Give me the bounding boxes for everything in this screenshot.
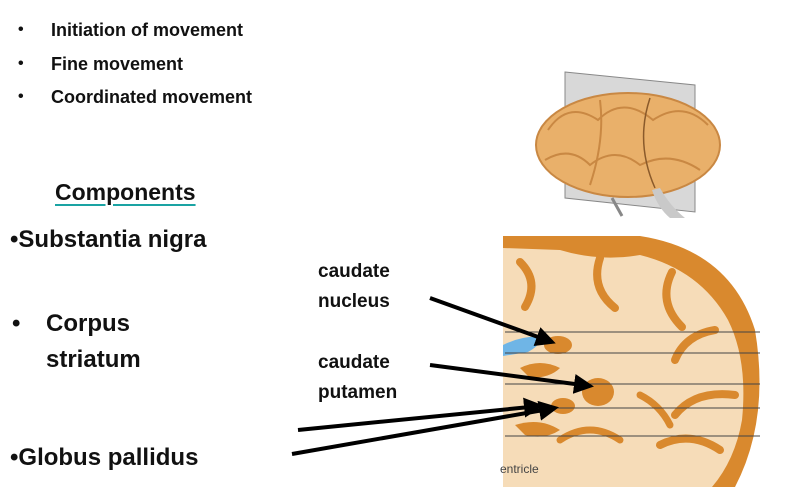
globus-pallidus-arrow-lower <box>291 400 559 456</box>
putamen-arrow <box>429 363 594 394</box>
corpus-striatum-line2: striatum <box>46 346 141 373</box>
bullet-marker: • <box>18 21 24 38</box>
globus-pallidus-shape <box>551 398 575 414</box>
ventricle-caption-fragment: entricle <box>500 462 539 476</box>
lateral-ventricle <box>503 336 543 356</box>
putamen-shape <box>582 378 614 406</box>
caudate-nucleus-line2: nucleus <box>318 291 390 312</box>
caudate-putamen-label: caudate putamen <box>318 348 397 408</box>
bullet-marker: • <box>18 55 24 72</box>
whole-brain-image <box>535 71 721 218</box>
coronal-section-image <box>503 236 760 487</box>
brainstem-shape <box>652 188 685 218</box>
cerebrum-shape <box>535 92 721 198</box>
corpus-bullet-marker: • <box>12 310 21 337</box>
white-matter <box>503 248 744 487</box>
globus-pallidus-arrow-upper <box>297 397 544 432</box>
substantia-nigra-label: •Substantia nigra <box>10 226 207 253</box>
caudate-putamen-line1: caudate <box>318 352 390 373</box>
caudate-nucleus-label: caudate nucleus <box>318 257 390 317</box>
globus-pallidus-label: •Globus pallidus <box>10 444 199 471</box>
bullet-marker: • <box>18 88 24 105</box>
bullet-text: Initiation of movement <box>51 20 244 40</box>
caudate-nucleus-arrow <box>429 296 556 346</box>
bullet-text: Coordinated movement <box>51 87 253 107</box>
caudate-nucleus-line1: caudate <box>318 261 390 282</box>
caudate-putamen-line2: putamen <box>318 382 398 403</box>
corpus-striatum-line1: Corpus <box>46 310 130 337</box>
components-heading: Components <box>55 179 196 205</box>
bullet-text: Fine movement <box>51 54 184 74</box>
